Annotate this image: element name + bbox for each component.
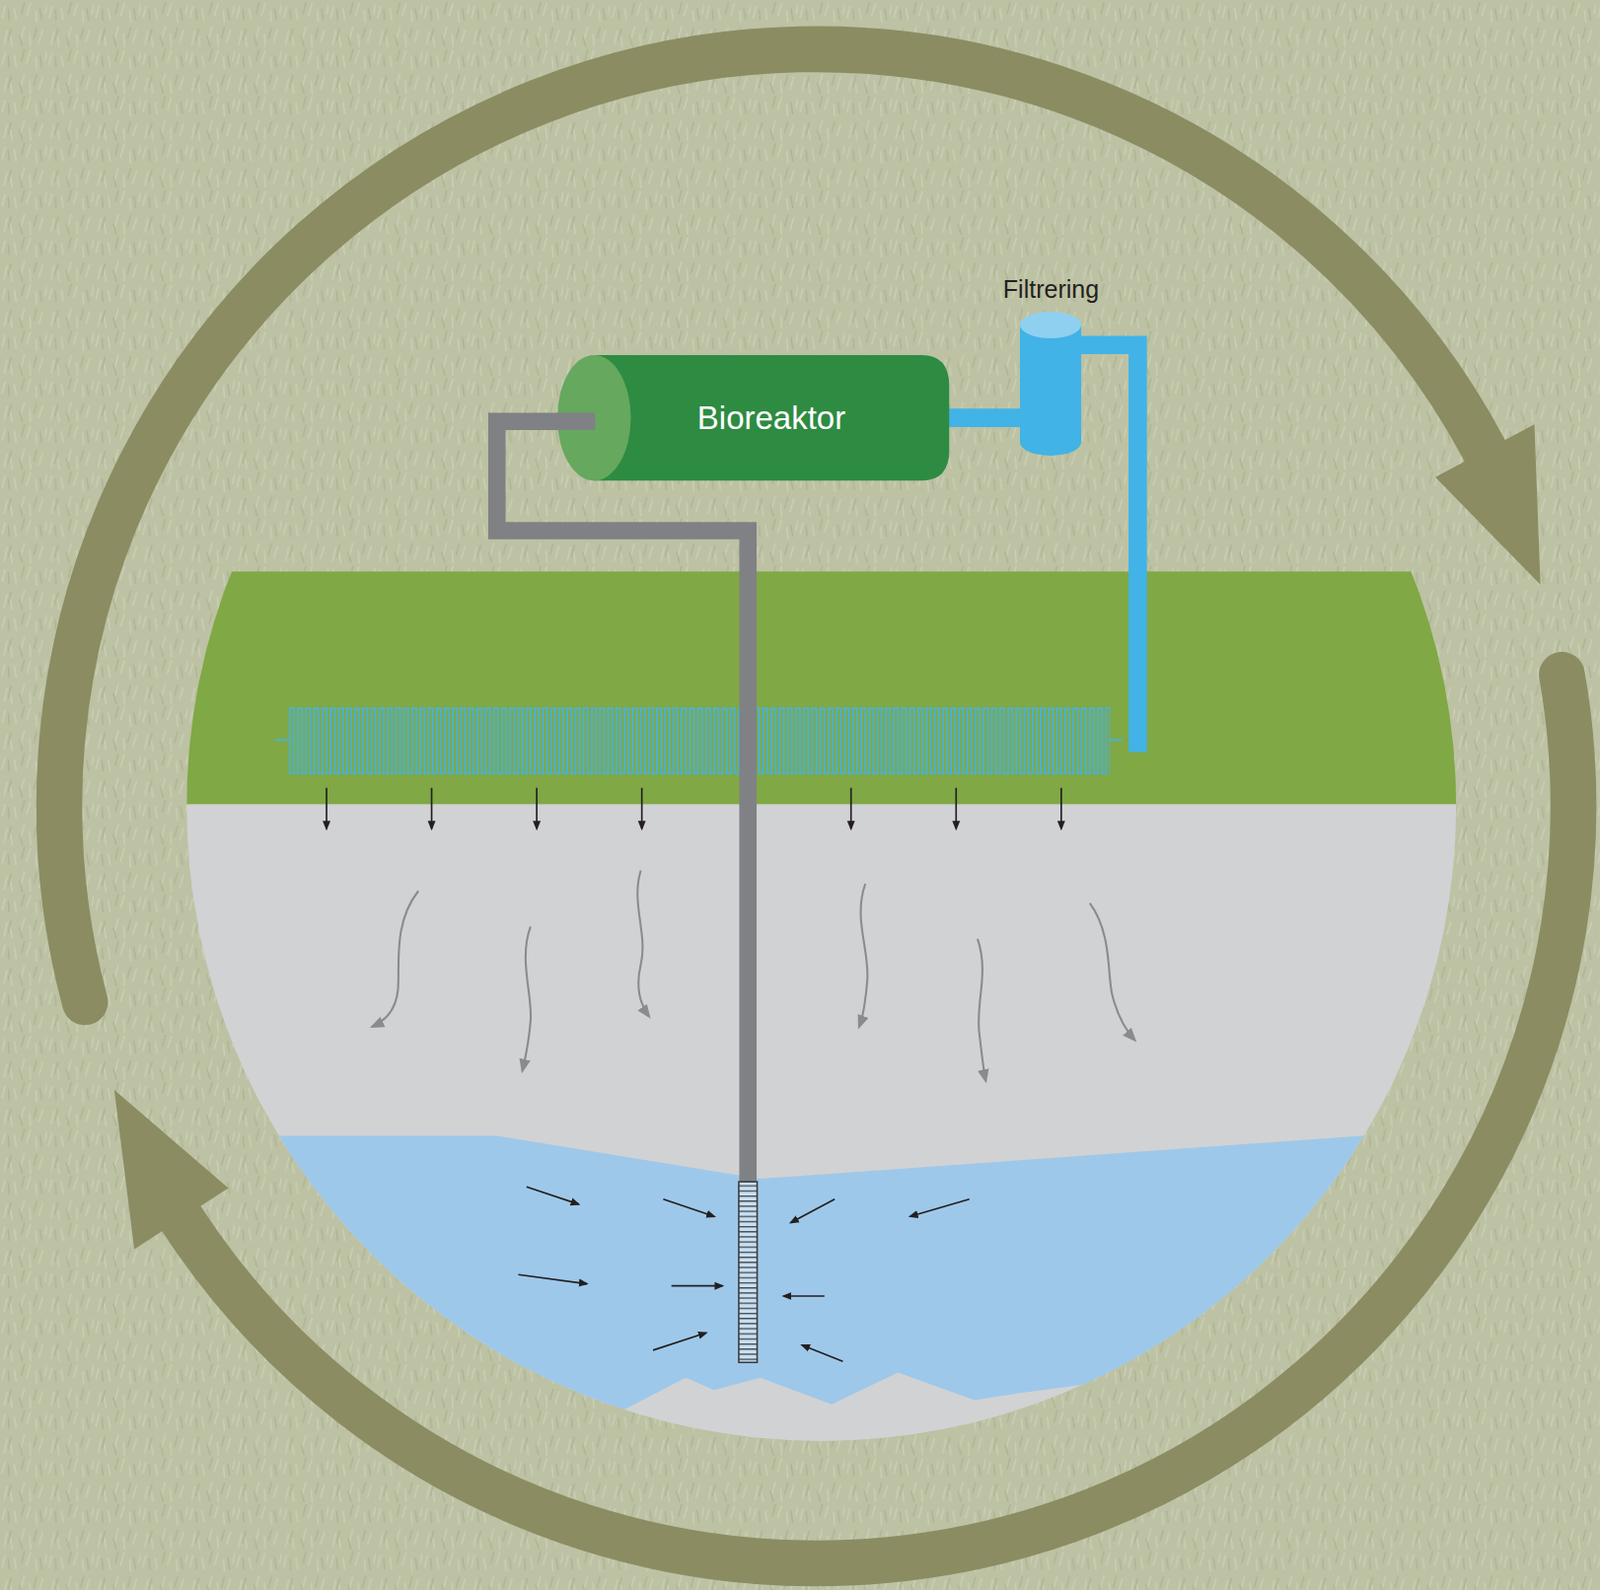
down-arrow [535,788,538,829]
flow-arrow [662,1199,715,1218]
infiltration-arrows [326,788,1062,829]
tank-label: Bioreaktor [697,399,846,437]
filter-cylinder [1019,311,1082,456]
flow-arrow [653,1332,707,1351]
wavy-arrow [522,926,531,1071]
down-arrow [325,788,328,829]
tank-body [593,355,949,481]
wavy-arrow [1090,903,1136,1041]
bioreactor-tank: Bioreaktor [556,355,949,481]
wavy-arrow [637,871,650,1018]
flow-arrow [801,1345,843,1363]
flow-arrow [517,1274,586,1284]
topsoil-layer [152,571,1500,805]
well-pipe [497,421,748,1184]
flow-arrow [671,1285,724,1288]
wavy-arrow [859,883,868,1027]
wavy-arrow [977,939,986,1082]
groundwater-layer [152,1136,1500,1430]
down-arrow [641,788,644,829]
filter-unit: Filtrering [1019,311,1082,456]
flow-arrow [910,1199,970,1218]
pipe-inlet [556,412,595,431]
pipe-connector [948,408,1020,428]
flow-arrow [526,1186,580,1205]
flow-arrow [791,1199,835,1224]
flow-arrow [783,1295,824,1298]
down-arrow [1060,788,1063,829]
down-arrow [431,788,434,829]
drain-pipe [289,706,1111,776]
down-arrow [954,788,957,829]
filter-body [1019,324,1082,455]
soil-section [152,571,1500,1519]
wavy-arrow [372,890,420,1027]
well-screen [738,1181,758,1363]
cycle-arrowhead [1435,424,1541,585]
filter-label: Filtrering [1003,275,1099,304]
unsaturated-zone [152,803,1500,1519]
cycle-arrowhead [114,1090,229,1249]
down-arrow [850,788,853,829]
filter-top [1019,311,1082,339]
